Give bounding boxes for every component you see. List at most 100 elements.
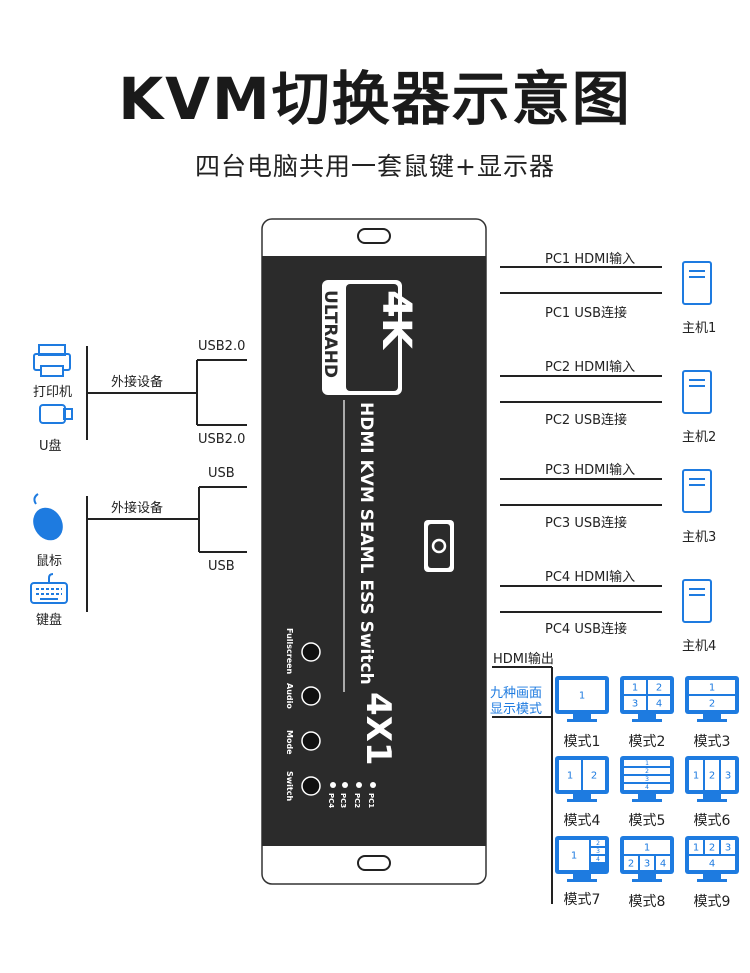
screen-pane xyxy=(721,840,735,854)
pane-number: 1 xyxy=(645,760,649,767)
external-devices-label-1: 外接设备 xyxy=(111,375,164,390)
printer-icon xyxy=(33,344,71,377)
host4-tower-icon xyxy=(682,579,712,623)
monitor-stand xyxy=(638,714,656,720)
pane-number: 1 xyxy=(693,770,699,781)
pane-number: 3 xyxy=(644,858,650,869)
screen-pane xyxy=(624,768,670,774)
monitor-stand xyxy=(573,794,591,800)
pane-number: 2 xyxy=(591,770,597,781)
port-label-usb2-bottom: USB2.0 xyxy=(198,432,246,447)
screen-pane xyxy=(591,848,605,854)
host2-tower-icon xyxy=(682,370,712,414)
pc3-hdmi-label: PC3 HDMI输入 xyxy=(545,463,636,478)
pc4-hdmi-label: PC4 HDMI输入 xyxy=(545,570,636,585)
screen-pane xyxy=(624,784,670,790)
screen-pane xyxy=(705,760,719,790)
mode-label-2: 模式2 xyxy=(628,734,666,750)
page-title: KVM切换器示意图 xyxy=(118,65,632,133)
screen-pane xyxy=(624,840,670,854)
pc3-usb-label: PC3 USB连接 xyxy=(545,516,628,531)
pc2-usb-label: PC2 USB连接 xyxy=(545,413,628,428)
port-label-usb2-top: USB2.0 xyxy=(198,339,246,354)
pane-number: 2 xyxy=(709,770,715,781)
host2-label: 主机2 xyxy=(682,430,717,445)
screen-pane xyxy=(705,840,719,854)
pane-number: 4 xyxy=(660,858,666,869)
led-pc2 xyxy=(356,782,362,788)
mode-label-7: 模式7 xyxy=(563,892,601,908)
led-label-pc3: PC3 xyxy=(339,793,347,808)
port-label-usb-bottom: USB xyxy=(208,559,235,574)
pc1-hdmi-label: PC1 HDMI输入 xyxy=(545,252,636,267)
pc4-usb-label: PC4 USB连接 xyxy=(545,622,628,637)
mode-label-4: 模式4 xyxy=(563,813,601,829)
monitor-base xyxy=(632,719,662,722)
audio-button xyxy=(301,686,321,706)
pane-number: 3 xyxy=(645,776,649,783)
monitor-base xyxy=(567,719,597,722)
led-label-pc4: PC4 xyxy=(327,793,335,808)
keyboard-icon xyxy=(30,573,68,604)
screen-pane xyxy=(559,840,589,870)
mode-button xyxy=(301,731,321,751)
led-pc3 xyxy=(342,782,348,788)
button-label-audio: Audio xyxy=(285,683,294,709)
pane-number: 4 xyxy=(709,858,715,869)
button-label-fullscreen: Fullscreen xyxy=(285,628,294,675)
pane-number: 2 xyxy=(709,698,715,709)
pane-number: 3 xyxy=(596,848,600,855)
pane-number: 4 xyxy=(645,784,649,791)
monitor-stand xyxy=(703,874,721,880)
hdmi-output-label: HDMI输出 xyxy=(493,652,554,667)
monitor-base xyxy=(567,879,597,882)
button-label-mode: Mode xyxy=(285,730,294,755)
kvm-device-panel xyxy=(261,218,487,885)
usb-drive-label: U盘 xyxy=(39,439,62,454)
usb-drive-icon xyxy=(39,404,73,424)
screen-pane xyxy=(583,760,605,790)
screen-pane xyxy=(689,696,735,710)
modes-title-line2: 显示模式 xyxy=(490,702,543,717)
pane-number: 1 xyxy=(644,842,650,853)
screen-pane xyxy=(624,696,646,710)
monitor-base xyxy=(697,719,727,722)
modes-title-line1: 九种画面 xyxy=(490,686,543,701)
fullscreen-button xyxy=(301,642,321,662)
mode-label-9: 模式9 xyxy=(693,894,731,910)
pane-number: 1 xyxy=(579,690,585,701)
mouse-label: 鼠标 xyxy=(36,554,63,569)
host1-label: 主机1 xyxy=(682,321,717,336)
monitor-base xyxy=(632,879,662,882)
screen-pane xyxy=(640,856,654,870)
pc1-usb-label: PC1 USB连接 xyxy=(545,306,628,321)
screen-pane xyxy=(648,680,670,694)
pane-number: 2 xyxy=(645,768,649,775)
pane-number: 1 xyxy=(571,850,577,861)
screen-pane xyxy=(624,856,638,870)
monitor-base xyxy=(632,799,662,802)
page-subtitle: 四台电脑共用一套鼠键+显示器 xyxy=(195,152,555,181)
port-label-usb-top: USB xyxy=(208,466,235,481)
keyboard-label: 键盘 xyxy=(36,613,63,628)
pane-number: 4 xyxy=(656,698,662,709)
screen-pane xyxy=(656,856,670,870)
screen-pane xyxy=(591,856,605,862)
external-devices-label-2: 外接设备 xyxy=(111,501,164,516)
led-label-pc1: PC1 xyxy=(367,793,375,808)
screen-pane xyxy=(721,760,735,790)
pane-number: 2 xyxy=(709,842,715,853)
mouse-icon xyxy=(33,493,63,541)
monitor-base xyxy=(697,799,727,802)
model-number: 4X1 xyxy=(358,692,398,766)
monitor-stand xyxy=(573,874,591,880)
mode-label-3: 模式3 xyxy=(693,734,731,750)
switch-button xyxy=(301,776,321,796)
mode-label-8: 模式8 xyxy=(628,894,666,910)
pane-number: 2 xyxy=(656,682,662,693)
host3-tower-icon xyxy=(682,469,712,513)
screen-pane xyxy=(559,760,581,790)
monitor-stand xyxy=(638,794,656,800)
